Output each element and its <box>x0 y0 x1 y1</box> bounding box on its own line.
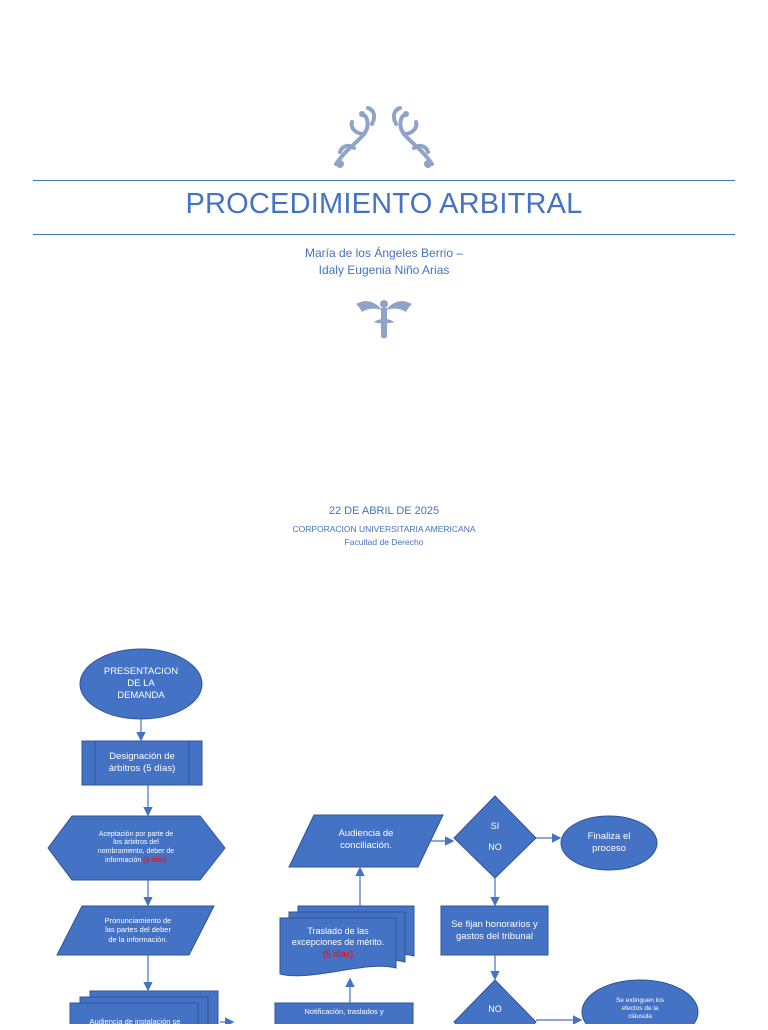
organization-name: CORPORACION UNIVERSITARIA AMERICANA <box>292 524 476 534</box>
acceptance-deadline: (3 días) <box>143 856 167 864</box>
date: 22 DE ABRIL DE 2025 <box>328 505 440 517</box>
faculty-name: Facultad de Derecho <box>344 537 424 547</box>
designation-label: Designación de árbitros (5 días) <box>96 744 188 782</box>
extinguish-line-2: efectos de la <box>621 1004 659 1012</box>
installation-line-1: Audiencia de instalación se <box>89 1017 181 1027</box>
floral-flourish-icon <box>334 106 434 168</box>
acceptance-line-3: nombramiento, deber de <box>97 848 175 855</box>
transfer-line-1: Traslado de las <box>307 926 369 937</box>
start-line-2: DE LA <box>127 678 155 690</box>
pronouncement-line-1: Pronunciamiento de <box>104 915 172 925</box>
author-line-2: Idaly Eugenia Niño Arias <box>318 263 450 277</box>
conciliation-label: Audiencia de conciliación. <box>310 820 422 860</box>
end-label: Finaliza el proceso <box>568 826 650 860</box>
organization-block: CORPORACION UNIVERSITARIA AMERICANA Facu… <box>0 523 768 549</box>
installation-doc-front <box>69 1002 199 1024</box>
author-line-1: María de los Ángeles Berrio – <box>304 246 464 260</box>
start-label: PRESENTACION DE LA DEMANDA <box>90 660 192 708</box>
notification-box <box>274 1002 414 1024</box>
decision1-yes: SI <box>490 821 500 832</box>
transfer-label: Traslado de las excepciones de mérito. (… <box>282 920 394 966</box>
transfer-line-2: excepciones de mérito. <box>291 937 385 948</box>
decision1-no: NO <box>488 842 502 853</box>
extinguish-label: Se extinguen los efectos de la cláusula <box>596 994 684 1024</box>
start-line-1: PRESENTACION <box>103 666 179 678</box>
acceptance-line-1: Aceptación por parte de <box>98 830 174 838</box>
decision2-no: NO <box>488 1004 502 1015</box>
authors: María de los Ángeles Berrio – Idaly Euge… <box>0 245 768 279</box>
fees-line-2: gastos del tribunal <box>455 930 534 942</box>
transfer-deadline: (5 días) <box>322 948 354 959</box>
pronouncement-line-2: las partes del deber <box>105 925 171 935</box>
fees-line-1: Se fijan honorarios y <box>451 918 538 930</box>
fleur-ornament-icon <box>356 300 412 339</box>
conciliation-parallelogram <box>288 814 444 868</box>
pronouncement-line-3: de la información. <box>108 934 168 944</box>
page-title: PROCEDIMIENTO ARBITRAL <box>185 188 583 220</box>
pronouncement-label: Pronunciamiento de las partes del deber … <box>86 910 190 950</box>
acceptance-label: Aceptación por parte de los árbitros del… <box>72 822 200 874</box>
acceptance-line-4: información (3 días) <box>105 857 167 866</box>
notification-line-1: Notificación, traslados y <box>304 1007 384 1017</box>
decision-diamond-1 <box>453 795 537 879</box>
acceptance-hexagon <box>47 815 226 881</box>
designation-line-1: Designación de <box>109 751 175 763</box>
extinguish-line-3: cláusula <box>628 1013 652 1021</box>
conciliation-line-2: conciliación. <box>340 840 392 851</box>
installation-label: Audiencia de instalación se <box>72 1014 198 1030</box>
conciliation-line-1: Audiencia de <box>338 828 394 840</box>
end-line-2: proceso <box>592 843 626 854</box>
top-divider <box>33 180 735 181</box>
end-ellipse <box>560 815 658 871</box>
start-line-3: DEMANDA <box>117 689 165 701</box>
extinguish-ellipse <box>581 979 699 1024</box>
designation-line-2: árbitros (5 días) <box>108 763 176 774</box>
bottom-divider <box>33 234 735 235</box>
decision-diamond-2 <box>453 979 537 1024</box>
acceptance-line-2: los árbitros del <box>113 839 159 847</box>
fees-label: Se fijan honorarios y gastos del tribuna… <box>443 909 546 952</box>
end-line-1: Finaliza el <box>587 831 631 843</box>
acceptance-line-4-text: información <box>105 856 142 864</box>
notification-label: Notificación, traslados y <box>277 1005 411 1019</box>
transfer-doc-front <box>279 917 397 977</box>
pronouncement-parallelogram <box>56 905 215 956</box>
extinguish-line-1: Se extinguen los <box>615 996 665 1004</box>
